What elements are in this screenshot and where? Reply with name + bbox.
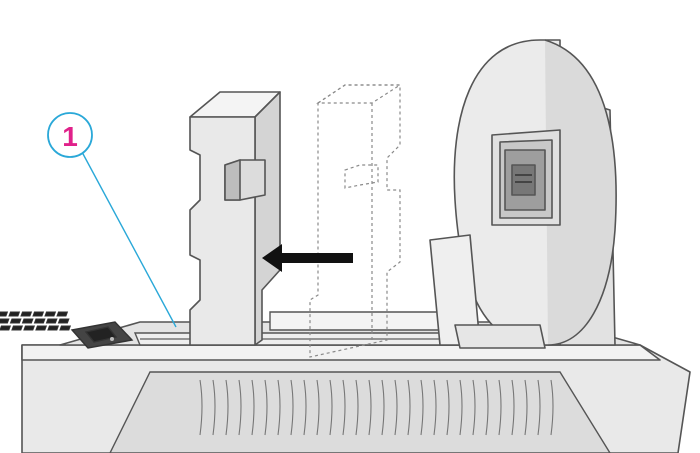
callout-label: 1	[62, 121, 78, 152]
vent-slot	[8, 311, 21, 317]
slot-line	[524, 379, 528, 436]
slot-line	[498, 379, 502, 436]
vent-slot	[32, 311, 45, 317]
vent-slot	[45, 318, 58, 324]
slot-line	[485, 379, 489, 436]
callout-1: 1	[47, 112, 177, 328]
slot-line	[251, 379, 255, 436]
vent-slot	[9, 318, 22, 324]
vent-slot	[33, 318, 46, 324]
slot-line	[238, 379, 242, 436]
vent-slot	[44, 311, 57, 317]
slot-line	[407, 379, 411, 436]
slot-line	[446, 379, 450, 436]
vent-grille	[0, 311, 72, 331]
vent-slot	[47, 325, 60, 331]
slot-line	[459, 379, 463, 436]
slot-line	[225, 379, 229, 436]
slot-line	[511, 379, 515, 436]
slot-line	[420, 379, 424, 436]
vent-slot	[0, 311, 9, 317]
slot-line	[316, 379, 320, 436]
roll-hub-assembly	[429, 39, 617, 349]
movable-guide[interactable]	[189, 91, 281, 346]
slot-line	[277, 379, 281, 436]
slot-line	[264, 379, 268, 436]
slot-line	[212, 379, 216, 436]
callout-circle	[47, 112, 93, 158]
slot-line	[199, 379, 203, 436]
vent-slot	[35, 325, 48, 331]
slot-line	[290, 379, 294, 436]
slot-line	[342, 379, 346, 436]
slot-line	[472, 379, 476, 436]
vent-slot	[0, 318, 10, 324]
vent-slot	[20, 311, 33, 317]
vent-slot	[21, 318, 34, 324]
slot-line	[329, 379, 333, 436]
slot-line	[537, 379, 541, 436]
slot-line	[368, 379, 372, 436]
vent-slot	[23, 325, 36, 331]
guide-previous-position	[309, 84, 403, 358]
output-slot	[109, 371, 611, 453]
vent-slot	[11, 325, 24, 331]
slot-line	[433, 379, 437, 436]
vent-slot	[59, 325, 72, 331]
slot-line	[394, 379, 398, 436]
arrow-left-icon	[262, 244, 353, 272]
slot-line	[355, 379, 359, 436]
slot-line	[381, 379, 385, 436]
vent-slot	[56, 311, 69, 317]
vent-slot	[57, 318, 70, 324]
slot-line	[550, 379, 554, 436]
power-switch[interactable]	[70, 321, 134, 349]
callout-leader-line	[81, 151, 177, 328]
slot-line	[303, 379, 307, 436]
vent-slot	[0, 325, 12, 331]
